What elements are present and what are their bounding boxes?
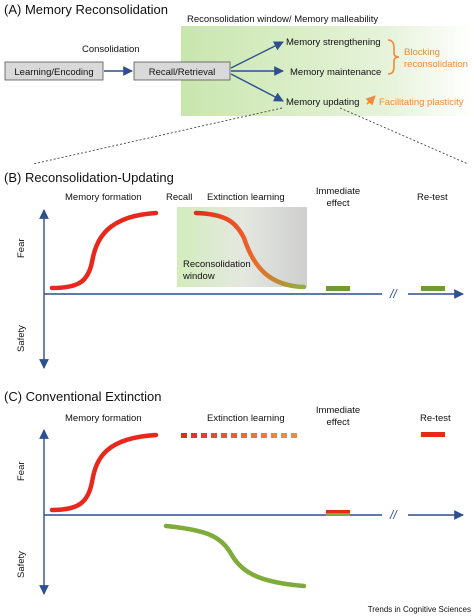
c-immediate-effect-bar-green bbox=[326, 513, 350, 516]
c-extinction-dashed-fear bbox=[181, 433, 297, 438]
c-col-immediate-line2: effect bbox=[326, 417, 349, 428]
c-y-label-safety: Safety bbox=[16, 551, 27, 578]
panel-b-title: (B) Reconsolidation-Updating bbox=[4, 170, 174, 185]
arrow-to-updating bbox=[230, 73, 284, 102]
zoom-line-right bbox=[339, 107, 469, 165]
footer-journal-label: Trends in Cognitive Sciences bbox=[368, 605, 471, 614]
blocking-brace bbox=[387, 39, 400, 75]
c-immediate-effect-bar-red bbox=[326, 510, 350, 513]
recall-retrieval-label: Recall/Retrieval bbox=[149, 67, 216, 78]
panel-a-title: (A) Memory Reconsolidation bbox=[4, 2, 168, 17]
c-memory-formation-curve bbox=[49, 432, 159, 513]
b-retest-bar bbox=[421, 286, 445, 291]
c-extinction-safety-curve bbox=[163, 523, 307, 589]
facilitating-arrow bbox=[365, 95, 376, 106]
c-col-extinction: Extinction learning bbox=[207, 413, 285, 424]
consolidation-label: Consolidation bbox=[82, 44, 140, 55]
b-axis-break-mark: // bbox=[389, 287, 398, 301]
outcome-updating: Memory updating bbox=[286, 97, 359, 108]
outcome-maintenance: Memory maintenance bbox=[290, 67, 381, 78]
learning-encoding-label: Learning/Encoding bbox=[14, 67, 93, 78]
c-col-retest: Re-test bbox=[420, 413, 451, 424]
c-col-memory-formation: Memory formation bbox=[65, 413, 142, 424]
b-col-immediate-line1: Immediate bbox=[316, 186, 360, 197]
b-window-label-line1: Reconsolidation bbox=[183, 259, 251, 270]
b-extinction-curve bbox=[193, 210, 307, 290]
b-window-label-line2: window bbox=[182, 271, 215, 282]
blocking-label-line2: reconsolidation bbox=[404, 59, 468, 70]
facilitating-label: Facilitating plasticity bbox=[379, 97, 464, 108]
b-immediate-effect-bar bbox=[326, 286, 350, 291]
b-col-memory-formation: Memory formation bbox=[65, 192, 142, 203]
arrow-to-strengthening bbox=[230, 41, 284, 69]
b-y-label-safety: Safety bbox=[16, 325, 27, 352]
outcome-strengthening: Memory strengthening bbox=[286, 37, 381, 48]
c-axis-break-mark: // bbox=[389, 508, 398, 522]
b-y-label-fear: Fear bbox=[16, 238, 27, 258]
b-col-immediate-line2: effect bbox=[326, 198, 349, 209]
b-col-extinction: Extinction learning bbox=[207, 192, 285, 203]
c-col-immediate-line1: Immediate bbox=[316, 405, 360, 416]
b-reconsolidation-window-area bbox=[177, 207, 307, 287]
panel-c-title: (C) Conventional Extinction bbox=[4, 389, 162, 404]
window-label: Reconsolidation window/ Memory malleabil… bbox=[187, 14, 378, 25]
blocking-label-line1: Blocking bbox=[404, 47, 440, 58]
b-col-retest: Re-test bbox=[417, 192, 448, 203]
learning-encoding-box bbox=[4, 61, 104, 81]
c-y-label-fear: Fear bbox=[16, 461, 27, 481]
b-col-recall: Recall bbox=[166, 192, 192, 203]
zoom-line-left bbox=[32, 107, 283, 165]
recall-retrieval-box bbox=[133, 61, 231, 81]
b-memory-formation-curve bbox=[49, 210, 159, 291]
c-retest-bar bbox=[421, 432, 445, 437]
